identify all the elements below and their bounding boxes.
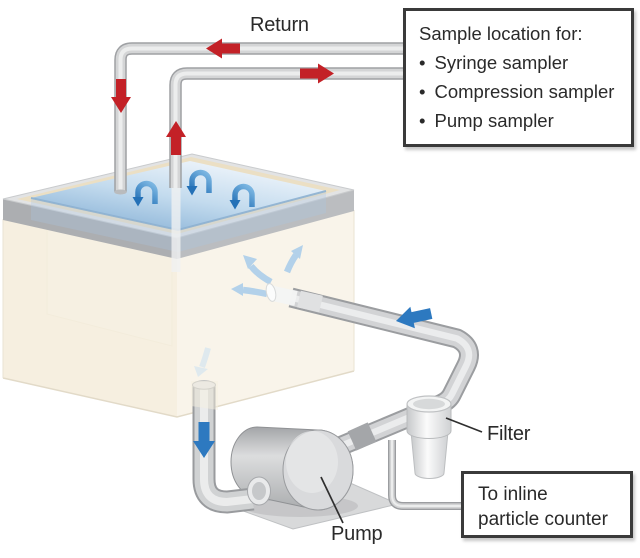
inline-particle-counter-callout: To inline particle counter [461,471,633,538]
loop-arrow-down-icon [193,422,215,458]
tank-rim-front-right [177,190,354,259]
pipe-tip-cap [265,283,277,302]
tank-front-right-face [177,210,354,417]
sample-item-syringe: • Syringe sampler [419,48,623,77]
filter-cylinder [406,403,452,439]
red-flow-arrows [111,38,334,155]
reservoir-tank [2,153,355,418]
pump-inlet-nozzle [247,476,271,506]
sample-item-label: Pump sampler [434,110,554,131]
sample-location-callout: Sample location for: • Syringe sampler •… [403,8,634,147]
sample-location-title: Sample location for: [419,23,583,44]
tank-bottom-edges [2,370,355,418]
supply-pipe [169,67,404,188]
bullet-icon: • [419,110,426,131]
supply-arrow-up-icon [166,121,186,155]
inlet-spread-arrows [231,245,303,298]
inline-box-line2: particle counter [478,509,608,530]
loop-arrow-into-tank-icon [396,306,433,329]
pump-face-highlight [286,431,338,493]
pump-leader-line [320,476,344,524]
return-label: Return [250,14,309,36]
tank-rim-front-left [3,199,177,259]
pump-label: Pump [331,523,383,545]
bullet-icon: • [419,52,426,73]
filter-cup [410,431,449,479]
tank-side-edges [2,210,355,378]
sample-item-compression: • Compression sampler [419,77,623,106]
sample-item-pump: • Pump sampler [419,106,623,135]
surface-circulation-arrows [132,169,255,210]
pump-outlet-collar [347,422,377,451]
particle-counter-line [388,440,463,510]
sample-item-label: Compression sampler [434,81,615,102]
filter-opening [413,398,445,410]
return-arrow-left-icon [206,38,240,59]
filter-unit [406,395,452,479]
return-arrow-down-icon [111,79,131,113]
drain-faint-arrow [194,347,211,377]
drain-pipe-tank-overlay [191,381,218,410]
sample-item-label: Syringe sampler [434,52,569,73]
filter-label: Filter [487,423,531,445]
pipe-collar [297,290,323,313]
inline-box-line1: To inline [478,484,548,505]
bullet-icon: • [419,81,426,102]
filter-leader-line [445,417,483,433]
tank-drain-pipe [191,380,255,514]
tank-front-left-face [3,219,177,417]
supply-arrow-right-icon [300,63,334,84]
return-pipe [114,42,404,195]
